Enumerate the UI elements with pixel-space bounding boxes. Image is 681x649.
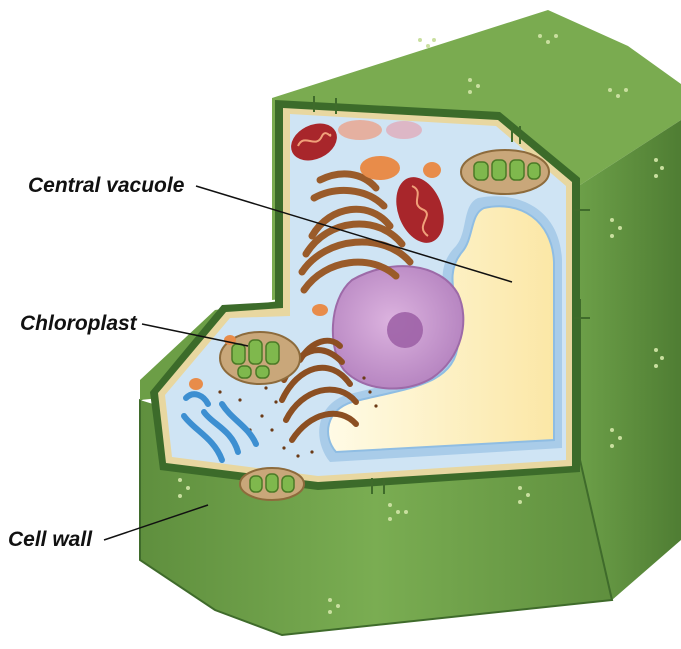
label-central-vacuole: Central vacuole [28, 174, 184, 198]
label-cell-wall: Cell wall [8, 528, 92, 552]
label-chloroplast: Chloroplast [20, 312, 137, 336]
nucleolus [387, 312, 423, 348]
